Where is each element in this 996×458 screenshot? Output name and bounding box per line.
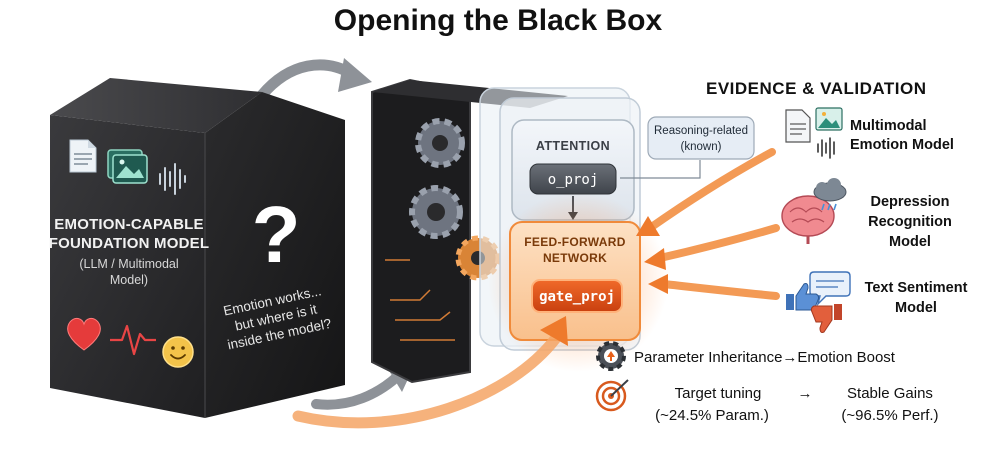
diagram-title: Opening the Black Box: [334, 4, 663, 37]
inheritance-text: Parameter Inheritance→Emotion Boost: [634, 349, 896, 366]
callout-line2: (known): [681, 141, 722, 153]
circuit-lines: [385, 259, 455, 341]
evidence-item-3-line1: Text Sentiment: [865, 280, 968, 296]
target-text: Target tuning: [675, 385, 762, 402]
heartbeat-line-icon: [110, 324, 156, 356]
bottom-orange-arrow: [292, 332, 562, 429]
evidence-item-2-line3: Model: [889, 234, 931, 250]
result-arrow: →: [798, 385, 813, 402]
box-subtitle-line1: (LLM / Multimodal: [79, 257, 178, 271]
gear-upload-icon: [596, 341, 626, 371]
box-title-line2: FOUNDATION MODEL: [49, 235, 209, 252]
orange-arrow-depression: [656, 224, 780, 262]
box-title-line1: EMOTION-CAPABLE: [54, 216, 203, 233]
callout-line1: Reasoning-related: [654, 125, 748, 137]
orange-arrow-multimodal: [646, 148, 776, 232]
thumbs-down-icon: [810, 304, 842, 333]
o-proj-label: o_proj: [548, 172, 599, 188]
brain-icon: [781, 195, 835, 244]
evidence-multimodal: Multimodal Emotion Model: [785, 107, 954, 159]
gain-text: Stable Gains: [847, 385, 933, 402]
cube-side-face: [205, 92, 345, 418]
target-subtext: (~24.5% Param.): [655, 407, 769, 424]
gate-proj-block: [531, 279, 623, 313]
result-inheritance: Parameter Inheritance→Emotion Boost: [596, 341, 896, 371]
heart-icon: [67, 317, 101, 351]
chat-bubble-icon: [809, 271, 851, 307]
document-icon: [785, 109, 811, 143]
callout-leader-line: [620, 160, 701, 179]
gear-icon: [409, 185, 463, 239]
evidence-item-2-line2: Recognition: [868, 214, 952, 230]
cube-top-face: [50, 78, 262, 133]
evidence-title: EVIDENCE & VALIDATION: [706, 79, 927, 98]
document-icon: [69, 139, 97, 173]
attention-label: ATTENTION: [536, 139, 610, 153]
target-icon: [595, 379, 629, 412]
box-subtitle-line2: Model): [110, 273, 148, 287]
orange-arrow-sentiment: [660, 280, 780, 300]
thumbs-up-icon: [786, 283, 820, 311]
rain-cloud-icon: [813, 178, 847, 211]
evidence-text-sentiment: Text Sentiment Model: [786, 271, 968, 333]
evidence-item-1-line2: Emotion Model: [850, 137, 954, 153]
evidence-item-1-line1: Multimodal: [850, 118, 927, 134]
gate-proj-label: gate_proj: [539, 289, 615, 305]
orange-arrows: [292, 148, 780, 429]
evidence-depression: Depression Recognition Model: [781, 178, 952, 250]
reasoning-callout: [647, 116, 755, 160]
image-icon: [815, 107, 843, 131]
audio-wave-icon: [817, 137, 835, 159]
evidence-item-3-line2: Model: [895, 300, 937, 316]
opened-box: ATTENTION o_proj FEED-FORWARD NETWORK ga…: [371, 78, 755, 384]
black-box-cube: EMOTION-CAPABLE FOUNDATION MODEL (LLM / …: [49, 78, 345, 418]
audio-wave-icon: [159, 163, 186, 195]
question-mark-icon: ?: [252, 190, 301, 279]
image-icon: [107, 149, 148, 184]
upper-gray-arrow: [256, 58, 372, 101]
gear-icon: [415, 118, 465, 168]
smiley-icon: [162, 336, 194, 368]
ff-label-line2: NETWORK: [543, 251, 607, 265]
evidence-item-2-line1: Depression: [871, 194, 950, 210]
gain-subtext: (~96.5% Perf.): [841, 407, 938, 424]
result-target: Target tuning (~24.5% Param.) → Stable G…: [595, 379, 939, 424]
ff-label-line1: FEED-FORWARD: [524, 235, 625, 249]
